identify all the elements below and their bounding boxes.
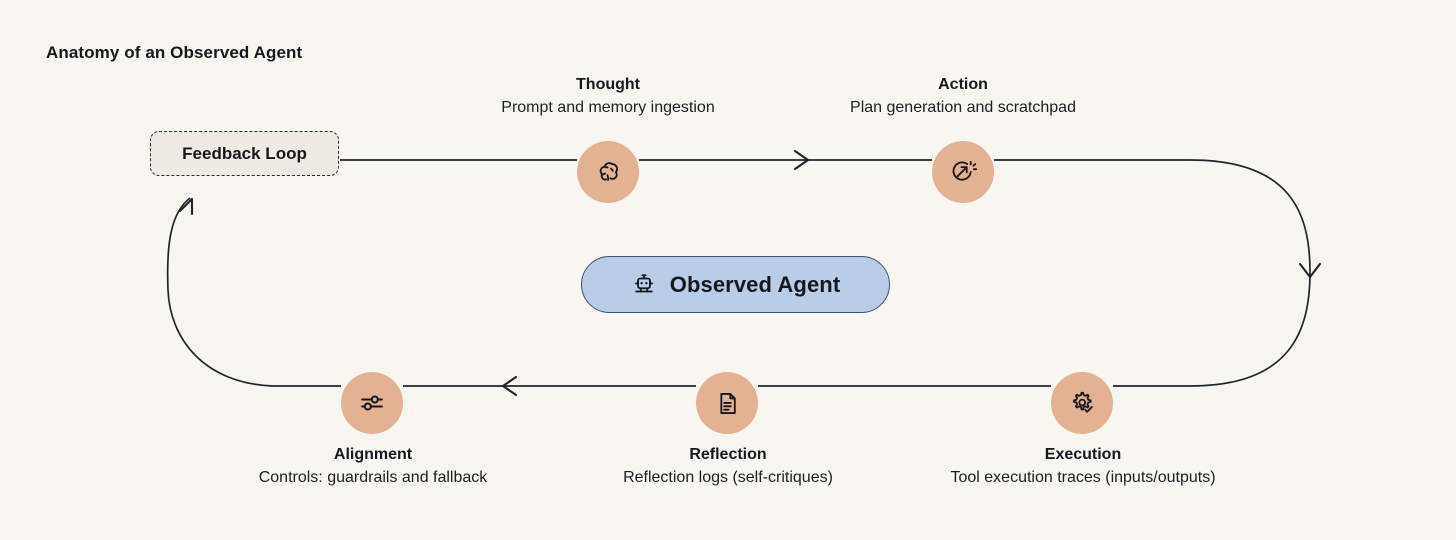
label-action: Action Plan generation and scratchpad [763,75,1163,121]
node-thought-name: Thought [576,76,640,93]
arrowhead-bottom-left [501,375,518,397]
label-alignment: Alignment Controls: guardrails and fallb… [173,445,573,491]
label-thought: Thought Prompt and memory ingestion [408,75,808,121]
wire-right-arc [1189,159,1311,387]
node-alignment[interactable] [341,372,403,434]
idea-arrow-icon [949,158,977,186]
node-action-name: Action [938,76,988,93]
observed-agent-pill[interactable]: Observed Agent [581,256,890,313]
node-execution[interactable] [1051,372,1113,434]
gear-check-icon [1068,389,1096,417]
feedback-loop-box[interactable]: Feedback Loop [150,131,339,176]
wire-left-arc [166,197,273,387]
feedback-loop-label: Feedback Loop [182,143,307,163]
node-thought-desc: Prompt and memory ingestion [501,99,715,116]
node-reflection-desc: Reflection logs (self-critiques) [623,469,833,486]
node-action[interactable] [932,141,994,203]
arrowhead-top-right [793,149,810,171]
label-execution: Execution Tool execution traces (inputs/… [883,445,1283,491]
document-icon [714,390,741,417]
node-reflection-name: Reflection [689,446,767,463]
node-reflection[interactable] [696,372,758,434]
node-alignment-name: Alignment [333,446,413,463]
arrowhead-left-up [178,197,194,216]
node-execution-name: Execution [1044,446,1122,463]
sliders-icon [358,389,386,417]
page-title: Anatomy of an Observed Agent [46,43,303,62]
observed-agent-label: Observed Agent [669,271,841,297]
robot-icon [631,272,657,298]
label-reflection: Reflection Reflection logs (self-critiqu… [528,445,928,491]
node-execution-desc: Tool execution traces (inputs/outputs) [950,469,1216,486]
node-action-desc: Plan generation and scratchpad [850,99,1076,116]
arrowhead-right-down [1298,262,1322,279]
node-alignment-desc: Controls: guardrails and fallback [258,469,488,486]
node-thought[interactable] [577,141,639,203]
brain-icon [594,158,622,186]
